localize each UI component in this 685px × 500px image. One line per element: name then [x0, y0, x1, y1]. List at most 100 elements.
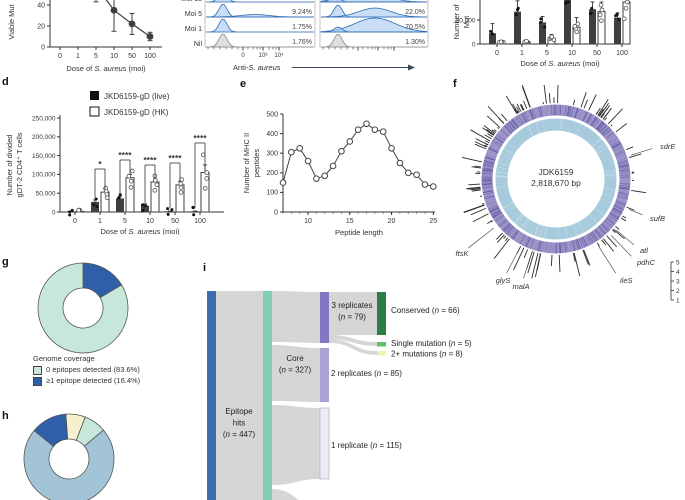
epitope-bar [536, 253, 542, 271]
gene-ring-tick [504, 124, 513, 134]
epitope-bar [628, 153, 642, 159]
sankey-label: (n = 79) [338, 313, 366, 322]
x-tick-label: 0 [241, 53, 245, 59]
gene-ring-tick [536, 240, 541, 251]
bar-live [564, 0, 571, 44]
epitope-bar [467, 187, 481, 190]
x-axis-title: Dose of S. aureus (moi) [66, 64, 146, 73]
x-axis-title: Dose of S. aureus (moi) [100, 227, 180, 235]
gene-ring-tick [597, 123, 606, 132]
data-point [296, 145, 303, 152]
gene-label: ftsK [456, 249, 470, 258]
epitope-bar [487, 106, 505, 124]
gene-ring-tick [482, 190, 494, 193]
y-axis-title: peptides [252, 149, 261, 178]
gene-ring-tick [586, 113, 592, 124]
data-point-hk [153, 178, 158, 183]
gene-ring-tick [618, 191, 629, 195]
gene-ring-tick [482, 187, 493, 190]
epitope-bar [595, 107, 601, 115]
gene-ring-tick [618, 165, 630, 169]
data-point-live [539, 20, 543, 24]
gene-ring-tick [614, 203, 625, 209]
data-point [288, 148, 295, 156]
gene-ring-tick [496, 134, 505, 142]
y-tick-label: 100 [266, 190, 278, 197]
gene-ring-tick [618, 193, 629, 197]
epitope-bar [519, 104, 524, 111]
epitope-bar [622, 215, 627, 219]
x-tick-label: 0 [58, 53, 62, 60]
gene-ring-tick [587, 114, 594, 124]
gc-ring-tick [503, 202, 514, 209]
gene-ring-tick [488, 206, 499, 212]
gc-ring-tick [496, 175, 508, 178]
gene-ring-tick [559, 242, 562, 254]
epitope-bar [602, 238, 615, 252]
gene-ring-tick [582, 236, 588, 247]
epitope-bar [466, 186, 481, 190]
gene-ring-tick [596, 121, 604, 131]
data-point [388, 145, 395, 152]
gene-ring-tick [490, 209, 501, 216]
gene-ring-tick [483, 192, 494, 195]
legend-swatch-0-epitopes [33, 365, 42, 375]
epitope-bar [470, 129, 491, 142]
data-point-hk [549, 34, 555, 40]
epitope-bar [493, 238, 510, 259]
epitope-bar [505, 237, 509, 241]
data-point-live [490, 32, 494, 36]
gene-ring-tick [587, 233, 594, 244]
gene-ring-tick [559, 242, 561, 254]
epitope-bar [503, 235, 507, 239]
epitope-bar [543, 85, 547, 104]
donut-slice [33, 413, 69, 447]
gene-ring-tick [578, 238, 583, 249]
y-tick-label: 300 [266, 151, 278, 158]
gene-ring-tick [585, 235, 592, 245]
gene-ring-tick [613, 146, 623, 152]
gene-ring-tick [568, 106, 572, 117]
epitope-bar [600, 107, 608, 118]
gene-ring-tick [605, 131, 614, 140]
gene-ring-tick [491, 210, 501, 217]
panel-label-d: d [2, 76, 9, 88]
histogram-curve [320, 0, 427, 3]
gene-ring-tick [484, 160, 495, 164]
epitope-bar [516, 103, 522, 112]
x-tick-label: 10 [568, 50, 576, 57]
epitope-bar [474, 141, 488, 148]
gene-ring-tick [587, 234, 594, 244]
data-point-live [70, 208, 74, 212]
gc-ring-tick [564, 226, 568, 239]
bar-live [539, 22, 546, 44]
x-tick-label: 50 [593, 50, 601, 57]
x-tick-label: 10 [304, 218, 312, 225]
gene-ring-tick [619, 187, 630, 190]
epitope-bar [512, 103, 519, 114]
gene-ring-tick [503, 125, 512, 134]
gc-ring-tick [604, 172, 616, 175]
gc-ring-tick [579, 221, 586, 232]
bar-live [191, 211, 199, 212]
y-tick-label: 20,000 [456, 17, 476, 24]
gene-ring-tick [506, 123, 514, 132]
gene-ring-tick [601, 127, 610, 135]
gene-ring-tick [495, 216, 505, 223]
gene-ring-tick [618, 166, 630, 169]
gc-ring-tick [520, 218, 529, 229]
epitope-bar [484, 134, 492, 140]
gene-label: pdhC [636, 258, 656, 267]
gene-ring-tick [495, 216, 505, 223]
gene-ring-tick [484, 194, 495, 198]
gene-leader-line [597, 245, 617, 274]
x-tick-label: 15 [346, 218, 354, 225]
data-point-hk [597, 12, 603, 18]
panel-label-h: h [2, 410, 9, 422]
legend-swatch-1plus-epitopes [33, 376, 42, 386]
gene-ring-tick [496, 133, 506, 141]
data-point [128, 20, 136, 28]
sankey-label: hits [233, 419, 245, 428]
data-point [371, 126, 379, 133]
data-point [346, 138, 354, 145]
